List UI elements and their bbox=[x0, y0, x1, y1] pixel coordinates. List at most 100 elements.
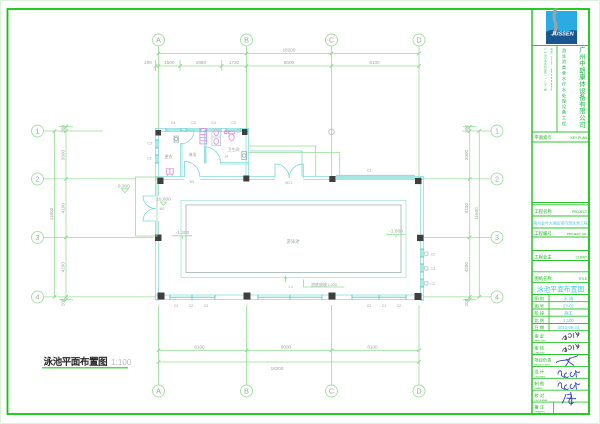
sign-label: 制 图 bbox=[535, 380, 545, 387]
dim-top-overall: 18200 bbox=[283, 48, 296, 53]
door-mc1-right-leaf bbox=[288, 163, 304, 179]
sign-label: 设 计 bbox=[535, 368, 545, 375]
window-label-c3: C3 bbox=[147, 142, 152, 146]
project-label: 工程名称 bbox=[535, 208, 553, 215]
dim-bottom-overall: 18200 bbox=[271, 366, 284, 371]
dim-top-seg: 1500 bbox=[164, 60, 175, 65]
key-plan-label: 平面索引 bbox=[535, 134, 552, 141]
mop-sink bbox=[173, 135, 179, 143]
toilet bbox=[228, 130, 236, 141]
sheet-title: 泳池平面布置图 bbox=[537, 284, 585, 293]
project-no-label: 工程编号 bbox=[535, 230, 552, 237]
dim-top-seg: 6100 bbox=[369, 60, 380, 65]
door-toilet-room bbox=[204, 146, 221, 163]
swimming-pool bbox=[180, 199, 407, 279]
grid-bubbles: A B C D A B C D 1 2 3 4 1 2 3 4 bbox=[31, 33, 504, 398]
level-marks: -0.300 ±0.000 M2 -1.200 -1.800 bbox=[116, 184, 406, 240]
sign-label: 校 对 bbox=[535, 392, 545, 399]
grid-bubble-label: 1 bbox=[495, 127, 499, 136]
room-label-shower: 淋浴 bbox=[189, 151, 197, 157]
window-label-c1: C1 bbox=[382, 304, 387, 308]
window-label-c2: C2 bbox=[189, 304, 194, 308]
title-block-rules bbox=[532, 45, 589, 414]
grid-bubble-label: A bbox=[156, 36, 161, 45]
window-label-c2: C2 bbox=[430, 282, 435, 286]
title-block: JUSSEN 广州中朗康体设备有限公司 游泳池桑拿水疗水处理设备工程 广州市白云… bbox=[532, 8, 589, 414]
signatures bbox=[555, 331, 581, 406]
level-pool-shallow: -1.200 bbox=[176, 230, 190, 236]
door-m2-lower-leaf bbox=[142, 208, 156, 222]
dim-left-seg: 3300 bbox=[61, 149, 66, 160]
dim-right-seg: 4100 bbox=[464, 203, 469, 214]
info-label: 图 别 bbox=[535, 295, 545, 302]
window-labels: C4 C4 C4 C4 C3 C2 C2 C3 C2 C2 C2 C2 C2 C… bbox=[147, 121, 435, 308]
sign-label-en: DESIGNED bbox=[535, 376, 546, 378]
pool-outer-edge bbox=[180, 199, 407, 279]
dimension-lines bbox=[54, 53, 480, 363]
border-frame bbox=[6, 8, 590, 415]
wc-stalls bbox=[211, 127, 221, 146]
sign-label-en: REMARKS bbox=[535, 411, 546, 414]
grid-bubble-label: D bbox=[416, 36, 421, 45]
grid-bubble-label: C bbox=[329, 387, 334, 396]
info-label: 比 例 bbox=[535, 317, 545, 324]
company-name: 广州中朗康体设备有限公司 bbox=[579, 45, 586, 129]
info-value: 1:100 bbox=[563, 318, 574, 323]
info-value: 2013-09-24 bbox=[558, 325, 580, 330]
level-outside: -0.300 bbox=[116, 184, 130, 190]
sign-label-en: DRAWN bbox=[535, 387, 543, 390]
info-table: 图 别 水 施 图 号 ZY-02 阶 段 施工 比 例 1:100 日 期 2… bbox=[535, 295, 580, 331]
door-changing-room bbox=[180, 130, 195, 145]
info-label: 日 期 bbox=[535, 325, 545, 331]
window-label-c4: C4 bbox=[231, 121, 236, 125]
wall-openings bbox=[154, 175, 304, 221]
bench bbox=[165, 168, 174, 176]
company-contact: 广州市白云区机场路一一八号三楼 bbox=[544, 47, 547, 92]
dim-left-overall: 11600 bbox=[49, 207, 54, 220]
info-label: 阶 段 bbox=[535, 310, 545, 317]
sheet-title-en: TITLE bbox=[578, 277, 587, 281]
basin bbox=[236, 128, 241, 133]
room-code: S4 bbox=[225, 155, 229, 159]
fixtures bbox=[165, 127, 248, 176]
project-en: PROJECT bbox=[572, 210, 587, 214]
door-labels: M1 MC1 bbox=[190, 180, 293, 185]
sign-label: 审 定 bbox=[535, 333, 545, 340]
sign-label-en: PROOFREAD bbox=[535, 399, 549, 402]
pool-inner-edge bbox=[185, 204, 402, 273]
door-code-m2: M2 bbox=[160, 207, 165, 211]
canopy-outline bbox=[248, 152, 341, 177]
slope-ratio: 1:4 bbox=[288, 285, 293, 289]
columns bbox=[155, 129, 424, 300]
dimension-text: 18200 200 1500 2880 1720 6000 6100 6100 … bbox=[49, 48, 479, 371]
pool-annotations: 游泳池 池底放坡1:200 1:4 bbox=[284, 238, 345, 289]
grid-intersection-marker bbox=[328, 128, 335, 135]
signature-designer bbox=[557, 369, 581, 378]
grid-bubble-label: 4 bbox=[36, 293, 40, 302]
signature-proofreader bbox=[561, 391, 577, 406]
sheet-title-label: 图纸名称 bbox=[535, 275, 553, 282]
window-code-boxes bbox=[424, 251, 429, 286]
entrance-porch bbox=[135, 176, 158, 237]
room-labels: 更衣 淋浴 卫生间 S4 bbox=[165, 146, 240, 159]
grid-bubble-label: 3 bbox=[36, 233, 40, 242]
dimension-ticks bbox=[52, 51, 482, 365]
signature-approver bbox=[562, 331, 580, 341]
key-plan-en: KEY PLAN bbox=[570, 136, 587, 140]
porch-and-canopy bbox=[135, 145, 341, 237]
info-value: 施工 bbox=[564, 310, 572, 317]
shower-stalls bbox=[199, 127, 208, 145]
dim-right-overall: 11600 bbox=[474, 207, 479, 220]
sign-label: 备 注 bbox=[535, 403, 545, 410]
window-label-c2: C2 bbox=[204, 304, 209, 308]
main-title-scale: 1:100 bbox=[111, 358, 132, 367]
company-logo: JUSSEN bbox=[546, 8, 577, 44]
main-title-group: 泳池平面布置图 1:100 bbox=[42, 356, 132, 369]
dim-top-seg: 200 bbox=[144, 60, 152, 65]
grid-bubble-label: B bbox=[244, 36, 249, 45]
signature-project-manager bbox=[555, 355, 579, 367]
window-label-c2: C2 bbox=[147, 157, 152, 161]
window-label-c1: C1 bbox=[367, 169, 372, 173]
sign-label-en: CHECKED bbox=[535, 353, 546, 355]
